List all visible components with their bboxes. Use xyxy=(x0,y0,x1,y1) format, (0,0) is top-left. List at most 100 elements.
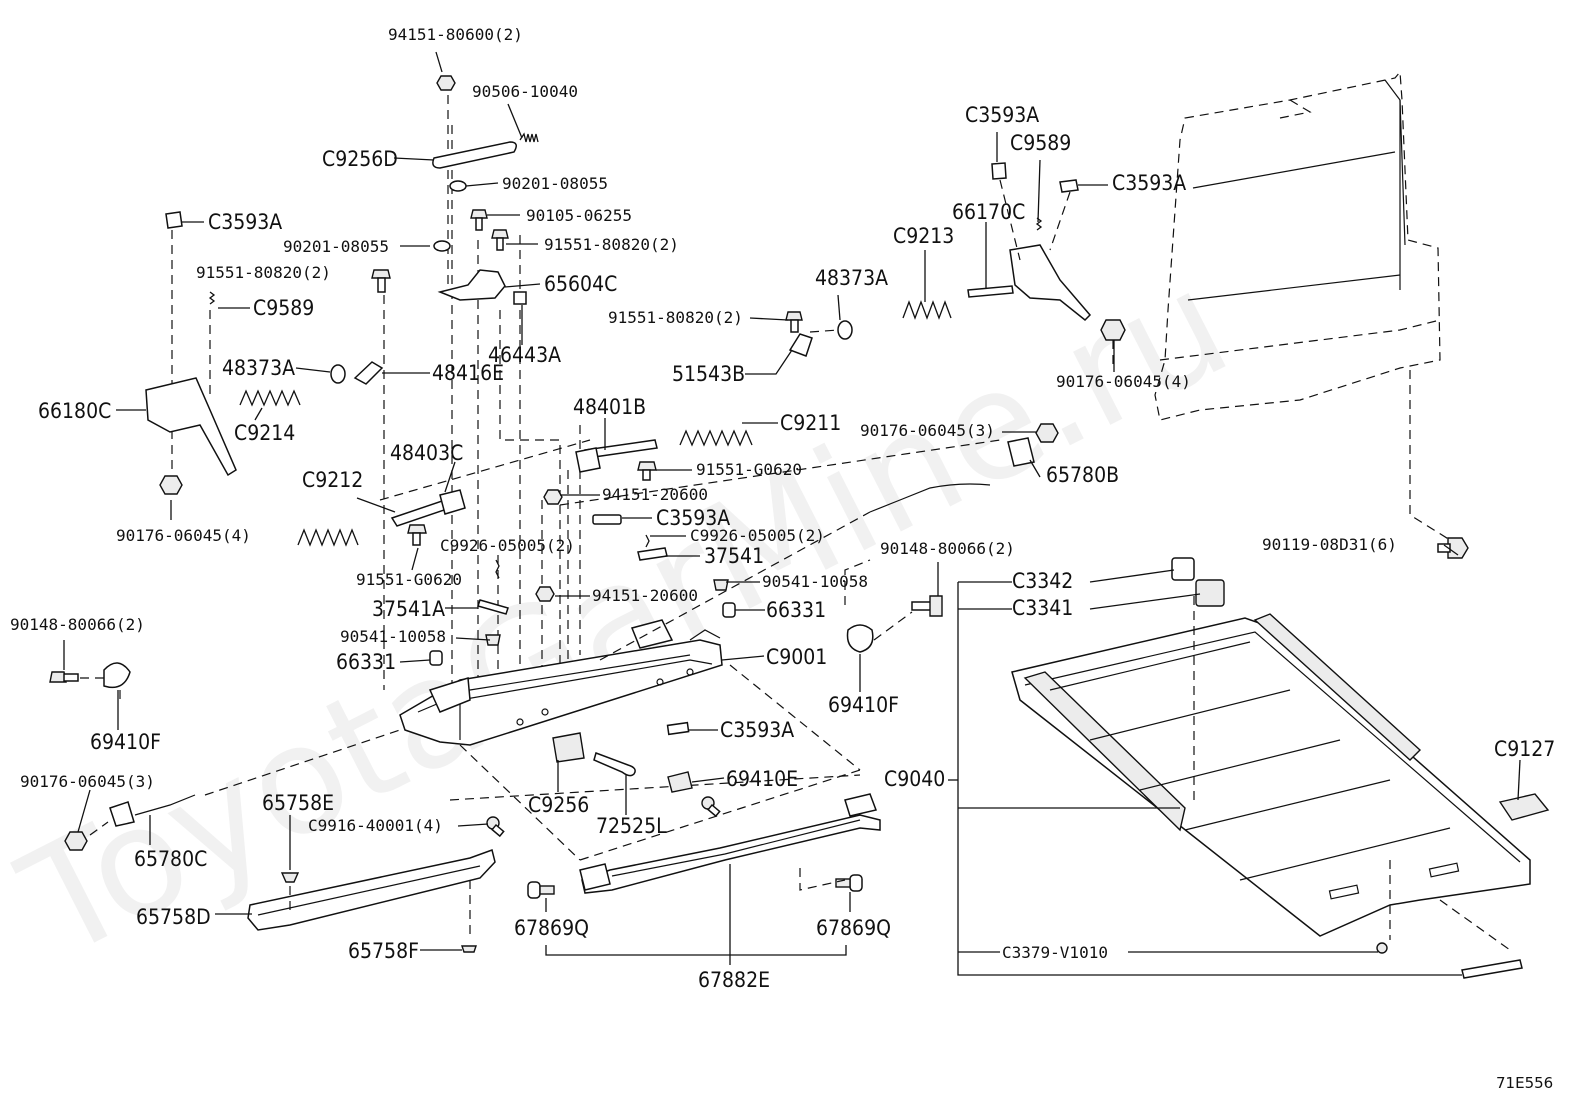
washer-48373A-right xyxy=(837,320,853,340)
label-90148-80066-b: 90148-80066(2) xyxy=(880,539,1015,558)
bolt-91551-G0620-a xyxy=(407,524,427,546)
grommet-69410E xyxy=(667,771,693,793)
left-lower-parts xyxy=(49,662,401,851)
label-C3593A-mid: C3593A xyxy=(656,506,730,530)
label-67882E: 67882E xyxy=(698,968,770,992)
hinge-66170C xyxy=(1009,244,1092,322)
bar-67882E xyxy=(579,793,881,894)
right-center-hinge xyxy=(785,162,1126,370)
label-90201-08055-b: 90201-08055 xyxy=(283,237,389,256)
link-72525L xyxy=(593,752,636,777)
bolt-90105-06255 xyxy=(470,209,488,231)
leader-lines xyxy=(63,51,1521,976)
lock-65780B xyxy=(1007,437,1035,467)
rod-66170C xyxy=(967,285,1014,298)
right-lock-assembly xyxy=(559,423,1059,661)
left-upper-assembly xyxy=(145,211,391,495)
bolt-90119-08D31 xyxy=(1437,537,1469,559)
label-90176-06045-3b: 90176-06045(3) xyxy=(860,421,995,440)
screw-C9916-40001-b xyxy=(486,816,505,838)
cable-65780B xyxy=(869,483,991,513)
clip-65758E xyxy=(280,872,300,883)
figure-code: 71E556 xyxy=(1496,1074,1553,1092)
label-91551-80820-c: 91551-80820(2) xyxy=(608,308,743,327)
label-90148-80066-a: 90148-80066(2) xyxy=(10,615,145,634)
label-48373A-right: 48373A xyxy=(815,266,888,290)
label-51543B: 51543B xyxy=(672,362,745,386)
clip-C3342 xyxy=(1171,557,1195,581)
label-94151-20600-a: 94151-20600 xyxy=(602,485,708,504)
screw-90148-80066-a xyxy=(49,671,79,683)
label-C3593A-left: C3593A xyxy=(208,210,282,234)
label-66170C: 66170C xyxy=(952,200,1025,224)
washer-90201-08055-b xyxy=(433,240,451,252)
label-C9001: C9001 xyxy=(766,645,827,669)
label-C3593A-low: C3593A xyxy=(720,718,794,742)
label-90201-08055-a: 90201-08055 xyxy=(502,174,608,193)
nut-94151-20600-a xyxy=(543,489,563,505)
label-C9040: C9040 xyxy=(884,767,945,791)
label-C9926-05005-a: C9926-05005(2) xyxy=(440,536,575,555)
label-C9256: C9256 xyxy=(528,793,589,817)
label-91551-G0620-a: 91551-G0620 xyxy=(356,570,462,589)
screw-90148-80066-b xyxy=(911,595,943,617)
clip-C3593A-r2 xyxy=(1059,179,1079,193)
label-65758F: 65758F xyxy=(348,939,419,963)
bracket-C9256 xyxy=(552,732,585,763)
label-90176-06045-4a: 90176-06045(4) xyxy=(116,526,251,545)
label-C9212: C9212 xyxy=(302,468,363,492)
bumper-66331-a xyxy=(429,650,443,666)
clip-67869Q-a xyxy=(527,881,555,899)
label-66331-b: 66331 xyxy=(766,598,826,622)
spring-C9589-right xyxy=(1035,217,1043,231)
grommet-69410F-b xyxy=(846,624,874,653)
pin-C9926-05005-b xyxy=(645,534,650,548)
label-67869Q-b: 67869Q xyxy=(816,916,891,940)
label-69410E: 69410E xyxy=(726,767,798,791)
pad-C9127 xyxy=(1498,793,1550,821)
left-mid-assembly xyxy=(297,439,591,666)
label-48373A-left: 48373A xyxy=(222,356,295,380)
label-C9211: C9211 xyxy=(780,411,841,435)
label-91551-80820-b: 91551-80820(2) xyxy=(196,263,331,282)
end-48401B xyxy=(575,447,601,473)
label-C3342: C3342 xyxy=(1012,569,1073,593)
tray-C9040 xyxy=(1011,596,1531,951)
rod-48403C xyxy=(390,499,452,527)
callout-labels: 94151-80600(2) 90506-10040 C9256D 90201-… xyxy=(10,25,1555,992)
cap-90541-10058-a xyxy=(485,634,501,646)
label-C3341: C3341 xyxy=(1012,596,1073,620)
clip-C3341 xyxy=(1195,579,1225,607)
spring-C9213 xyxy=(902,300,952,320)
label-C9213: C9213 xyxy=(893,224,954,248)
cable-65780C xyxy=(134,794,196,816)
label-90506-10040: 90506-10040 xyxy=(472,82,578,101)
plate-C9256D xyxy=(432,141,517,169)
washer-48373A-left xyxy=(330,364,346,384)
label-90105-06255: 90105-06255 xyxy=(526,206,632,225)
label-90176-06045-4b: 90176-06045(4) xyxy=(1056,372,1191,391)
hinge-66180C xyxy=(145,377,237,477)
pin-37541A xyxy=(477,599,509,615)
clip-C3593A-left xyxy=(165,211,183,229)
frame-C9001 xyxy=(399,619,723,746)
label-90119-08D31: 90119-08D31(6) xyxy=(1262,535,1397,554)
pin-C9926-05005-a xyxy=(495,559,500,579)
spring-C9211 xyxy=(679,429,753,447)
label-C9589-right: C9589 xyxy=(1010,131,1071,155)
label-C9589-left: C9589 xyxy=(253,296,314,320)
label-66180C: 66180C xyxy=(38,399,111,423)
spring-90506-10040 xyxy=(519,132,539,143)
label-65758D: 65758D xyxy=(136,905,211,929)
clip-65758F xyxy=(461,945,477,953)
label-94151-80600: 94151-80600(2) xyxy=(388,25,523,44)
label-65758E: 65758E xyxy=(262,791,334,815)
link-48416E xyxy=(353,361,384,385)
label-65604C: 65604C xyxy=(544,272,617,296)
nut-90176-06045-b xyxy=(1100,319,1126,341)
spring-C9212 xyxy=(297,528,359,547)
nut-94151-80600 xyxy=(436,75,456,91)
clip-46443A xyxy=(513,291,527,305)
label-48416E: 48416E xyxy=(432,361,504,385)
